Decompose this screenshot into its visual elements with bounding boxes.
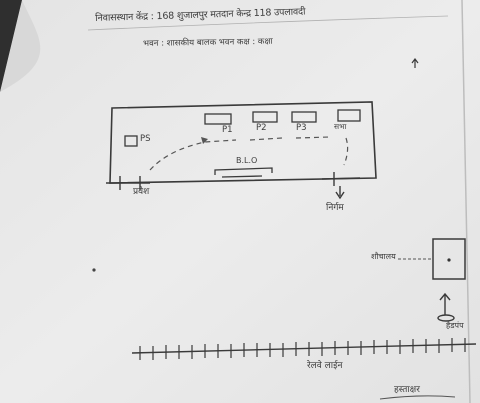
- handpump-label: हैडपंप: [446, 321, 464, 330]
- officer-label-sabha: सभा: [334, 122, 347, 131]
- entry-label: प्रवेश: [133, 187, 150, 197]
- signature-label: हस्ताक्षर: [394, 385, 420, 395]
- room-outline: [109, 101, 377, 184]
- exit-gate: [321, 172, 361, 200]
- booth-label: शौचालय: [371, 252, 396, 261]
- ps-box: [124, 135, 138, 147]
- booth-box: [398, 238, 466, 280]
- entry-gate: [106, 176, 150, 190]
- railway-line: [131, 338, 477, 360]
- header-line-2: भवन : शासकीय बालक भवन कक्ष : कक्षा: [142, 36, 273, 49]
- officer-desks: [204, 109, 361, 125]
- officer-label-p1: P1: [222, 125, 233, 135]
- handpump-symbol: [437, 292, 455, 322]
- blo-bench: [214, 167, 273, 178]
- blo-label: B.L.O: [236, 156, 258, 165]
- railway-label: रेलवे लाईन: [307, 361, 343, 371]
- north-arrow: [411, 58, 419, 68]
- officer-label-p2: P2: [256, 123, 267, 133]
- ps-label: PS: [140, 134, 151, 144]
- officer-label-p3: P3: [296, 123, 307, 133]
- exit-label: निर्गम: [326, 203, 344, 213]
